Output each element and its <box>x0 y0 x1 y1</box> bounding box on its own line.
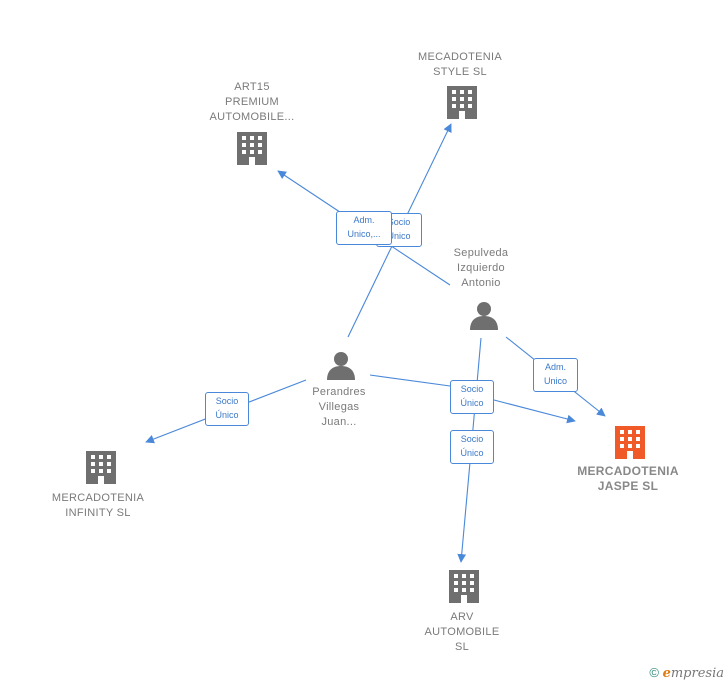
edge-label-socio-unico-arv[interactable]: Socio Único <box>450 430 494 464</box>
edge-label-socio-unico-left[interactable]: Socio Único <box>205 392 249 426</box>
edges <box>145 123 606 563</box>
edge-label-socio-unico-mid[interactable]: Socio Único <box>450 380 494 414</box>
person-icon-perandres[interactable] <box>327 352 355 380</box>
copyright-footer: © empresia <box>649 665 724 681</box>
building-icon-arv[interactable] <box>449 570 479 603</box>
brand-logo: empresia <box>662 666 724 681</box>
node-label-perandres: Perandres Villegas Juan... <box>312 386 366 428</box>
building-icon-infinity[interactable] <box>86 451 116 484</box>
edge-label-adm-unico-1[interactable]: Adm. Unico,... <box>336 211 392 245</box>
node-label-jaspe: MERCADOTENIA JASPE SL <box>577 464 679 493</box>
building-icon-art15[interactable] <box>237 132 267 165</box>
edge-label-adm-unico-2[interactable]: Adm. Unico <box>533 358 578 392</box>
node-label-sepulveda: Sepulveda Izquierdo Antonio <box>453 247 509 289</box>
building-icon-style[interactable] <box>447 86 477 119</box>
node-label-arv: ARV AUTOMOBILE SL <box>424 611 500 653</box>
node-label-style: MECADOTENIA STYLE SL <box>418 51 502 78</box>
node-label-art15: ART15 PREMIUM AUTOMOBILE... <box>209 81 295 123</box>
building-icon-jaspe[interactable] <box>615 426 645 459</box>
person-icon-sepulveda[interactable] <box>470 302 498 330</box>
node-label-infinity: MERCADOTENIA INFINITY SL <box>51 492 145 519</box>
copyright-icon: © <box>649 665 659 680</box>
